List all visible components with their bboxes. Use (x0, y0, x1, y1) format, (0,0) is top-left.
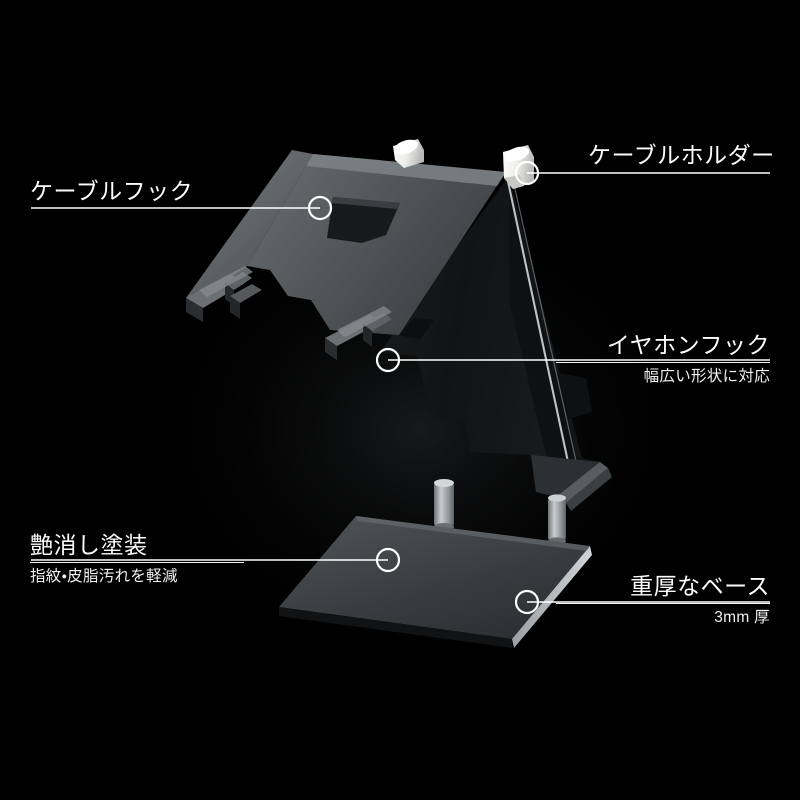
leader-line-cable-holder (514, 160, 770, 186)
callout-marker-earphone-hook (375, 347, 401, 373)
callout-cable-holder: ケーブルホルダー (588, 140, 775, 170)
callout-title-heavy-base: 重厚なベース (630, 573, 770, 599)
callout-rule-matte-coating (30, 562, 244, 563)
callout-title-matte-coating: 艶消し塗装 (30, 532, 148, 558)
front-hook-tabs-middle (325, 306, 392, 360)
callout-subtitle-earphone-hook: 幅広い形状に対応 (643, 368, 770, 385)
callout-marker-cable-holder (514, 160, 540, 186)
callout-title-cable-hook: ケーブルフック (30, 178, 194, 204)
lower-shelf (531, 455, 612, 513)
callout-marker-cable-hook (307, 195, 333, 221)
callout-marker-matte-coating (375, 547, 401, 573)
callout-matte-coating: 艶消し塗装 指紋・皮脂汚れを軽減 (30, 530, 244, 588)
callout-title-cable-holder: ケーブルホルダー (588, 142, 775, 168)
callout-rule-earphone-hook (556, 362, 770, 363)
callout-cable-hook: ケーブルフック (30, 176, 206, 206)
callout-rule-heavy-base (556, 603, 770, 604)
callout-title-earphone-hook: イヤホンフック (606, 332, 770, 358)
leader-line-earphone-hook (375, 347, 770, 373)
callout-marker-heavy-base (514, 589, 540, 615)
leader-line-matte-coating (31, 547, 401, 573)
callout-subtitle-matte-coating: 指紋・皮脂汚れを軽減 (30, 568, 178, 585)
callout-heavy-base: 重厚なベース 3mm 厚 (556, 571, 770, 629)
leader-line-heavy-base (514, 589, 770, 615)
callout-subtitle-heavy-base: 3mm 厚 (714, 609, 770, 626)
base-plate (279, 516, 592, 648)
leader-line-cable-hook (31, 195, 333, 221)
front-hook-tabs-left (186, 266, 262, 322)
support-posts (434, 479, 566, 545)
callout-earphone-hook: イヤホンフック 幅広い形状に対応 (556, 330, 770, 388)
